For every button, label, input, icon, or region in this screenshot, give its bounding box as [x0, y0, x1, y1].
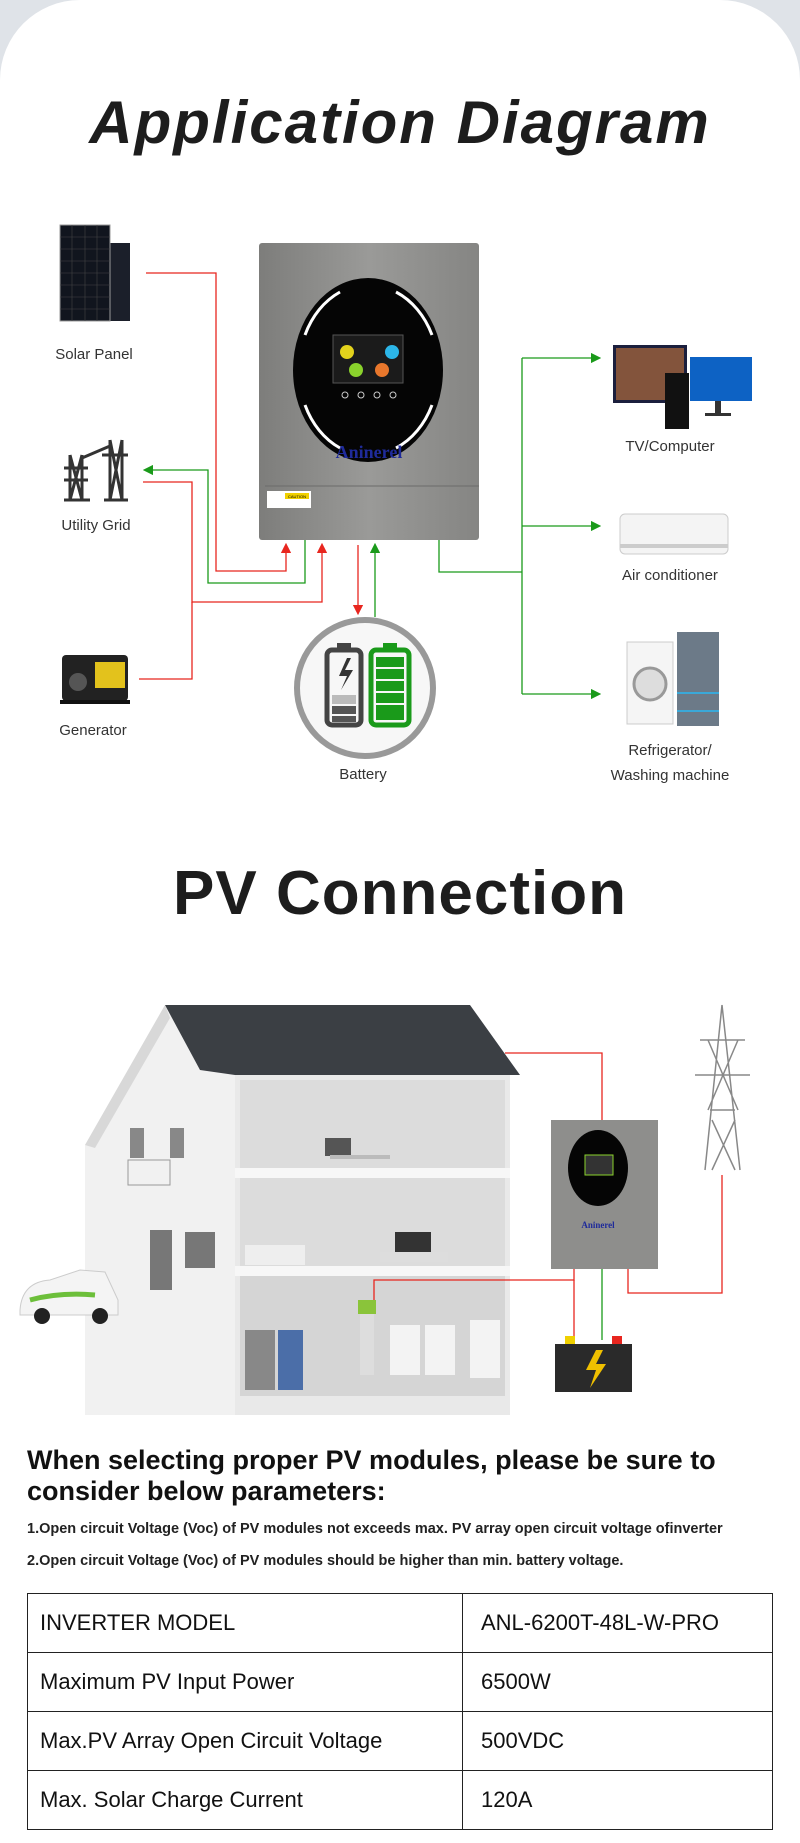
- refrigerator-washing-machine-icon: [626, 632, 719, 726]
- pv-note-2: 2.Open circuit Voltage (Voc) of PV modul…: [27, 1553, 624, 1569]
- tv-computer-icon: [613, 345, 752, 429]
- spec-value: ANL-6200T-48L-W-PRO: [462, 1593, 773, 1653]
- spec-label: Maximum PV Input Power: [27, 1652, 463, 1712]
- battery-box-icon: [555, 1336, 632, 1392]
- pv-connection-title: PV Connection: [173, 859, 627, 928]
- grid-to-inverter-line: [627, 1175, 723, 1294]
- house-image: [85, 1005, 520, 1415]
- car-icon: [19, 1269, 119, 1324]
- battery-icon: [294, 617, 436, 759]
- spec-label: Max. Solar Charge Current: [27, 1770, 463, 1830]
- pv-connection-illustration: Aninerel: [19, 1004, 750, 1415]
- utility-grid-tower-icon: [64, 439, 128, 502]
- application-diagram: Aninerel CAUTION: [59, 224, 752, 759]
- refrigerator-label: Refrigerator/: [628, 742, 712, 759]
- solar-to-inverter-line: [146, 272, 292, 572]
- inverter-to-grid-line: [142, 464, 306, 584]
- pv-note-1: 1.Open circuit Voltage (Voc) of PV modul…: [27, 1521, 723, 1537]
- output-bus-line: [438, 540, 522, 573]
- inverter-to-house-line: [373, 1269, 575, 1300]
- spec-label: INVERTER MODEL: [27, 1593, 463, 1653]
- application-diagram-title: Application Diagram: [89, 89, 711, 156]
- pv-guidance-heading: When selecting proper PV modules, please…: [27, 1445, 716, 1506]
- solar-panel-label: Solar Panel: [55, 346, 133, 363]
- generator-label: Generator: [59, 722, 127, 739]
- spec-value: 6500W: [462, 1652, 773, 1712]
- caution-label: CAUTION: [288, 494, 306, 499]
- utility-grid-label: Utility Grid: [61, 517, 131, 534]
- svg-text:Aninerel: Aninerel: [581, 1220, 615, 1230]
- spec-label: Max.PV Array Open Circuit Voltage: [27, 1711, 463, 1771]
- tv-computer-label: TV/Computer: [625, 438, 715, 455]
- solar-panel-icon: [59, 224, 130, 322]
- spec-value: 500VDC: [462, 1711, 773, 1771]
- spec-value: 120A: [462, 1770, 773, 1830]
- generator-line: [139, 602, 193, 680]
- generator-icon: [60, 655, 130, 704]
- air-conditioner-icon: [619, 513, 729, 555]
- inverter-brand-logo: Aninerel: [336, 442, 403, 462]
- small-inverter-image: Aninerel: [551, 1120, 658, 1269]
- air-conditioner-label: Air conditioner: [622, 567, 718, 584]
- washing-machine-label: Washing machine: [610, 767, 730, 784]
- battery-label: Battery: [339, 766, 387, 783]
- transmission-tower-icon: [695, 1004, 750, 1171]
- inverter-image: [259, 243, 479, 540]
- pv-roof-to-inverter-line: [505, 1052, 603, 1120]
